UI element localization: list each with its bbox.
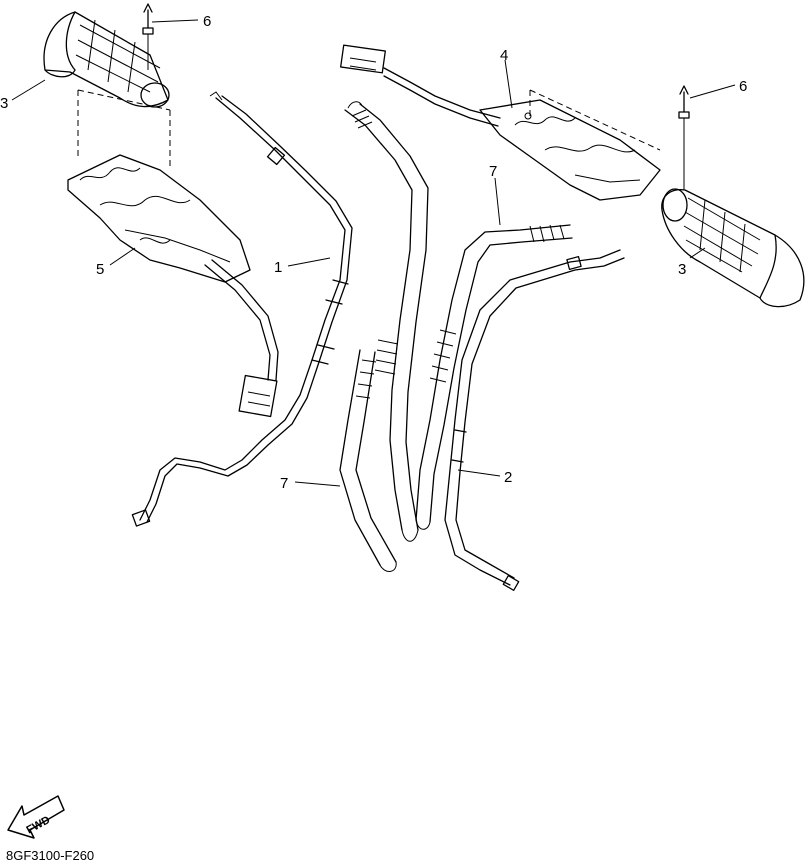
left-heater-element (67, 89, 251, 283)
handlebar-right-section (415, 224, 573, 530)
handlebar-left-section (339, 101, 429, 572)
callout-3-right: 3 (678, 261, 686, 278)
callout-6-left: 6 (203, 13, 211, 30)
callout-6-right: 6 (739, 78, 747, 95)
left-rivet (142, 3, 154, 70)
callout-3-left: 3 (0, 95, 8, 112)
callout-2: 2 (504, 469, 512, 486)
callout-5: 5 (96, 261, 104, 278)
callout-7-center: 7 (280, 475, 288, 492)
left-heater-lead (204, 259, 279, 418)
callout-1: 1 (274, 259, 282, 276)
right-heater-element (340, 44, 661, 201)
throttle-cable-1 (131, 91, 353, 527)
fwd-arrow-icon: FWD (7, 795, 65, 839)
cable-2 (444, 249, 625, 591)
diagram-code: 8GF3100-F260 (6, 848, 95, 863)
left-grip (43, 11, 170, 108)
callout-4: 4 (500, 47, 508, 64)
leader-lines (11, 19, 736, 487)
callout-7-top: 7 (489, 163, 497, 180)
right-grip (661, 188, 805, 308)
right-rivet (678, 85, 690, 190)
